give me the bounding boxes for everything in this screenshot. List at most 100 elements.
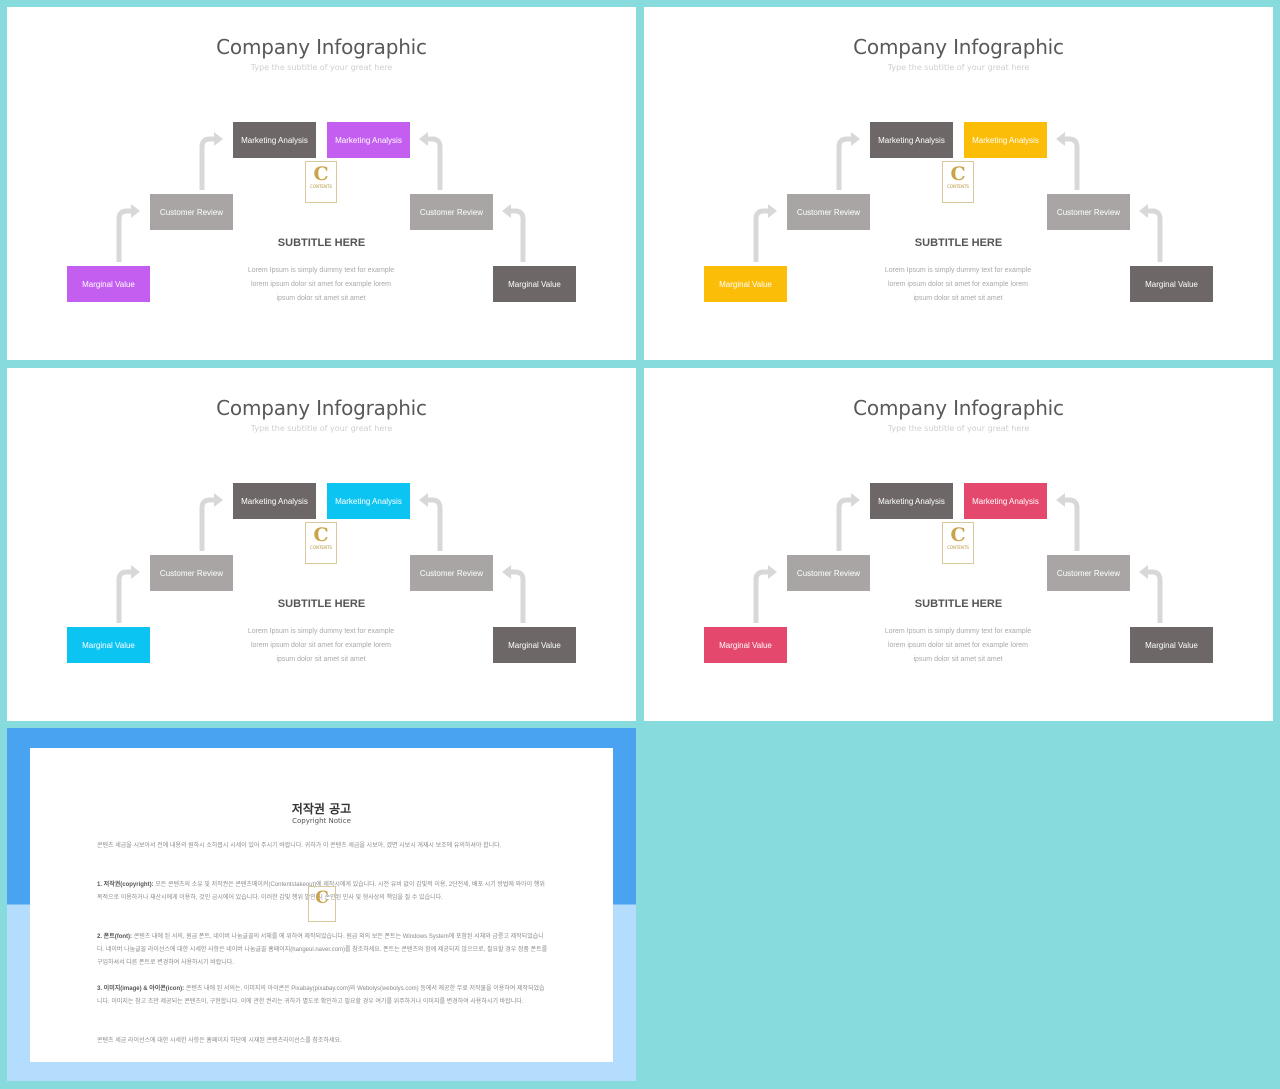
body-line: ipsum dolor sit amet sit amet bbox=[913, 656, 1003, 663]
flow-arrows bbox=[753, 132, 1163, 262]
box-bottom-left: Marginal Value bbox=[704, 627, 787, 663]
arrow-mid-left bbox=[199, 136, 214, 190]
flow-arrows bbox=[753, 493, 1163, 623]
arrowhead-mid-left bbox=[214, 132, 223, 146]
body-text: Lorem Ipsum is simply dummy text for exa… bbox=[221, 264, 421, 306]
box-bottom-right: Marginal Value bbox=[493, 266, 576, 302]
body-text: Lorem Ipsum is simply dummy text for exa… bbox=[221, 625, 421, 667]
slide-title: Company Infographic bbox=[853, 35, 1064, 59]
notice-text-image: 콘텐츠 내에 된 서의는, 이미지의 아이콘은 Pixabay(pixabay.… bbox=[97, 986, 545, 1005]
arrow-bottom-left bbox=[116, 569, 131, 623]
arrow-mid-right bbox=[428, 497, 443, 551]
box-mid-right: Customer Review bbox=[1047, 194, 1130, 230]
arrowhead-mid-left bbox=[851, 132, 860, 146]
notice-heading-image: 3. 이미지(image) & 아이콘(icon): bbox=[97, 986, 185, 992]
arrowhead-bottom-right bbox=[1139, 565, 1148, 579]
infographic-slide: Company Infographic Type the subtitle of… bbox=[644, 7, 1273, 360]
logo-letter: C bbox=[950, 524, 966, 546]
box-top-left: Marketing Analysis bbox=[870, 483, 953, 519]
contents-logo: C CONTENTS bbox=[305, 522, 337, 564]
arrowhead-mid-left bbox=[214, 493, 223, 507]
notice-logo: C bbox=[308, 886, 336, 922]
slide-title: Company Infographic bbox=[853, 396, 1064, 420]
box-top-left: Marketing Analysis bbox=[233, 483, 316, 519]
contents-logo: C CONTENTS bbox=[942, 522, 974, 564]
notice-paragraph-copyright: 1. 저작권(copyright): 모든 콘텐츠의 소유 및 저작권은 콘텐츠… bbox=[97, 879, 549, 905]
box-mid-left: Customer Review bbox=[787, 194, 870, 230]
body-line: ipsum dolor sit amet sit amet bbox=[276, 656, 366, 663]
body-line: Lorem Ipsum is simply dummy text for exa… bbox=[884, 628, 1032, 635]
arrowhead-bottom-left bbox=[131, 565, 140, 579]
arrowhead-bottom-left bbox=[768, 565, 777, 579]
box-mid-left: Customer Review bbox=[150, 555, 233, 591]
slide-title: Company Infographic bbox=[216, 396, 427, 420]
notice-heading-font: 2. 폰트(font): bbox=[97, 934, 133, 940]
flow-arrows bbox=[116, 493, 526, 623]
arrow-bottom-right bbox=[1148, 208, 1163, 262]
contents-logo: C CONTENTS bbox=[942, 161, 974, 203]
arrow-bottom-left bbox=[116, 208, 131, 262]
arrowhead-bottom-right bbox=[502, 204, 511, 218]
section-subtitle: SUBTITLE HERE bbox=[277, 237, 366, 249]
box-mid-right: Customer Review bbox=[410, 555, 493, 591]
arrow-mid-right bbox=[1065, 136, 1080, 190]
arrowhead-bottom-left bbox=[768, 204, 777, 218]
arrow-mid-left bbox=[836, 136, 851, 190]
body-line: Lorem Ipsum is simply dummy text for exa… bbox=[247, 267, 395, 274]
section-subtitle: SUBTITLE HERE bbox=[914, 237, 1003, 249]
arrow-mid-left bbox=[199, 497, 214, 551]
box-top-right: Marketing Analysis bbox=[327, 483, 410, 519]
slide-subtitle: Type the subtitle of your great here bbox=[250, 424, 393, 433]
slide-subtitle: Type the subtitle of your great here bbox=[887, 424, 1030, 433]
box-bottom-right: Marginal Value bbox=[493, 627, 576, 663]
body-line: lorem ipsum dolor sit amet for example l… bbox=[250, 281, 392, 288]
notice-paragraph-font: 2. 폰트(font): 콘텐츠 내에 된 서의, 원급 폰트, 네이버 나눔글… bbox=[97, 931, 549, 970]
arrow-mid-right bbox=[1065, 497, 1080, 551]
body-line: Lorem Ipsum is simply dummy text for exa… bbox=[884, 267, 1032, 274]
infographic-slide: Company Infographic Type the subtitle of… bbox=[7, 7, 636, 360]
body-line: lorem ipsum dolor sit amet for example l… bbox=[887, 281, 1029, 288]
arrow-bottom-left bbox=[753, 569, 768, 623]
infographic-slide: Company Infographic Type the subtitle of… bbox=[7, 368, 636, 721]
slide-subtitle: Type the subtitle of your great here bbox=[887, 63, 1030, 72]
arrow-bottom-right bbox=[511, 569, 526, 623]
section-subtitle: SUBTITLE HERE bbox=[277, 598, 366, 610]
notice-text-font: 콘텐츠 내에 된 서의, 원급 폰트, 네이버 나눔글꼴의 서체를 에 위하여 … bbox=[97, 934, 548, 966]
box-mid-right: Customer Review bbox=[410, 194, 493, 230]
arrowhead-mid-right bbox=[1056, 132, 1065, 146]
arrowhead-mid-right bbox=[419, 493, 428, 507]
notice-title: 저작권 공고 bbox=[291, 802, 352, 816]
logo-letter: C bbox=[313, 524, 329, 546]
arrowhead-bottom-left bbox=[131, 204, 140, 218]
box-bottom-right: Marginal Value bbox=[1130, 627, 1213, 663]
logo-letter: C bbox=[313, 163, 329, 185]
box-top-right: Marketing Analysis bbox=[964, 122, 1047, 158]
box-top-right: Marketing Analysis bbox=[964, 483, 1047, 519]
body-text: Lorem Ipsum is simply dummy text for exa… bbox=[858, 264, 1058, 306]
logo-text: CONTENTS bbox=[310, 184, 332, 189]
notice-paragraph-license: 콘텐츠 세금 라이선스에 대한 시세한 사항은 홈페이지 하단에 시재된 콘텐츠… bbox=[97, 1038, 342, 1044]
copyright-notice-slide: 저작권 공고 Copyright Notice 콘텐츠 세금을 시보아서 전에 … bbox=[7, 728, 636, 1081]
logo-text: CONTENTS bbox=[310, 545, 332, 550]
infographic-slide: Company Infographic Type the subtitle of… bbox=[644, 368, 1273, 721]
arrowhead-mid-left bbox=[851, 493, 860, 507]
box-bottom-right: Marginal Value bbox=[1130, 266, 1213, 302]
body-line: Lorem Ipsum is simply dummy text for exa… bbox=[247, 628, 395, 635]
arrowhead-mid-right bbox=[419, 132, 428, 146]
arrow-mid-right bbox=[428, 136, 443, 190]
arrowhead-bottom-right bbox=[1139, 204, 1148, 218]
arrow-bottom-right bbox=[511, 208, 526, 262]
body-line: ipsum dolor sit amet sit amet bbox=[913, 295, 1003, 302]
body-text: Lorem Ipsum is simply dummy text for exa… bbox=[858, 625, 1058, 667]
notice-subtitle: Copyright Notice bbox=[292, 817, 351, 825]
box-mid-right: Customer Review bbox=[1047, 555, 1130, 591]
box-top-right: Marketing Analysis bbox=[327, 122, 410, 158]
logo-text: CONTENTS bbox=[947, 545, 969, 550]
box-top-left: Marketing Analysis bbox=[233, 122, 316, 158]
logo-text: CONTENTS bbox=[947, 184, 969, 189]
body-line: ipsum dolor sit amet sit amet bbox=[276, 295, 366, 302]
box-bottom-left: Marginal Value bbox=[67, 266, 150, 302]
body-line: lorem ipsum dolor sit amet for example l… bbox=[250, 642, 392, 649]
copyright-notice-card: 저작권 공고 Copyright Notice 콘텐츠 세금을 시보아서 전에 … bbox=[30, 748, 613, 1062]
section-subtitle: SUBTITLE HERE bbox=[914, 598, 1003, 610]
